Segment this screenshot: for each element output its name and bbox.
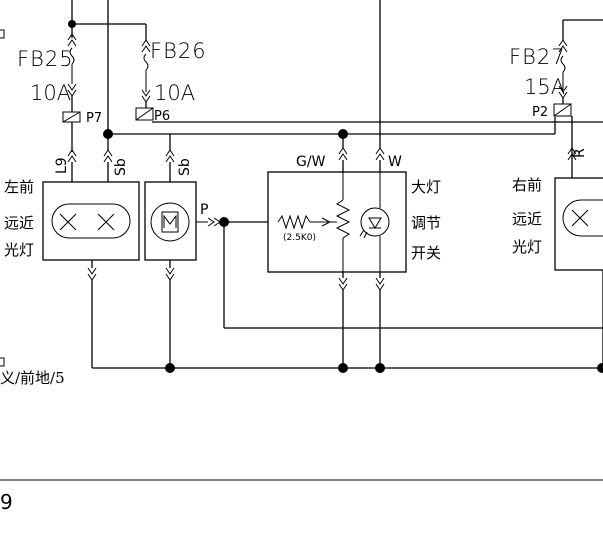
left-lamp-wire-l9: L9 bbox=[54, 157, 70, 174]
switch-wire-gw: G/W bbox=[296, 154, 326, 170]
switch-wire-w: W bbox=[388, 154, 402, 170]
ground-bus: 义/前地/5 bbox=[0, 29, 603, 387]
headlamp-adjust-switch: G/W W (2.5K0) 大灯 调节 开关 bbox=[267, 134, 441, 368]
fuse-fb26-rating: 10A bbox=[154, 81, 195, 105]
page-number: 9 bbox=[0, 490, 13, 514]
left-lamp-label-1: 左前 bbox=[4, 178, 34, 196]
right-lamp-wire-r: R bbox=[572, 148, 588, 158]
left-headlamp: L9 Sb 左前 远近 光灯 bbox=[4, 134, 140, 368]
fuse-fb25-name: FB25 bbox=[17, 47, 74, 71]
motor-wire-p: P bbox=[200, 202, 208, 218]
switch-label-1: 大灯 bbox=[411, 178, 441, 196]
fuse-fb27: FB27 15A P2 bbox=[509, 39, 573, 178]
resistor-value: (2.5K0) bbox=[283, 233, 316, 243]
right-lamp-label-3: 光灯 bbox=[512, 238, 542, 256]
fuse-fb27-pin: P2 bbox=[532, 105, 548, 120]
fuse-fb27-name: FB27 bbox=[509, 45, 566, 69]
fuse-fb25: FB25 10A P7 bbox=[17, 33, 102, 152]
fuse-fb27-rating: 15A bbox=[524, 75, 565, 99]
switch-label-2: 调节 bbox=[411, 214, 441, 232]
motor-wire-sb: Sb bbox=[177, 158, 193, 176]
right-lamp-label-2: 远近 bbox=[512, 210, 542, 228]
right-headlamp: R 右前 远近 光灯 bbox=[512, 147, 603, 368]
right-lamp-label-1: 右前 bbox=[512, 176, 542, 194]
left-lamp-label-2: 远近 bbox=[4, 214, 34, 232]
headlamp-leveling-motor: Sb P bbox=[144, 134, 603, 368]
fuse-fb26-pin: P6 bbox=[154, 109, 170, 124]
fuse-fb26: FB26 10A P6 bbox=[135, 39, 207, 124]
ground-label: 义/前地/5 bbox=[0, 369, 65, 387]
left-lamp-wire-sb: Sb bbox=[113, 158, 129, 176]
fuse-fb25-rating: 10A bbox=[30, 81, 71, 105]
junction-dots bbox=[68, 20, 348, 139]
left-lamp-label-3: 光灯 bbox=[4, 241, 34, 259]
switch-label-3: 开关 bbox=[411, 244, 441, 262]
supply-wires bbox=[71, 0, 603, 148]
fuse-fb25-pin: P7 bbox=[86, 111, 102, 126]
fuse-fb26-name: FB26 bbox=[150, 39, 207, 63]
